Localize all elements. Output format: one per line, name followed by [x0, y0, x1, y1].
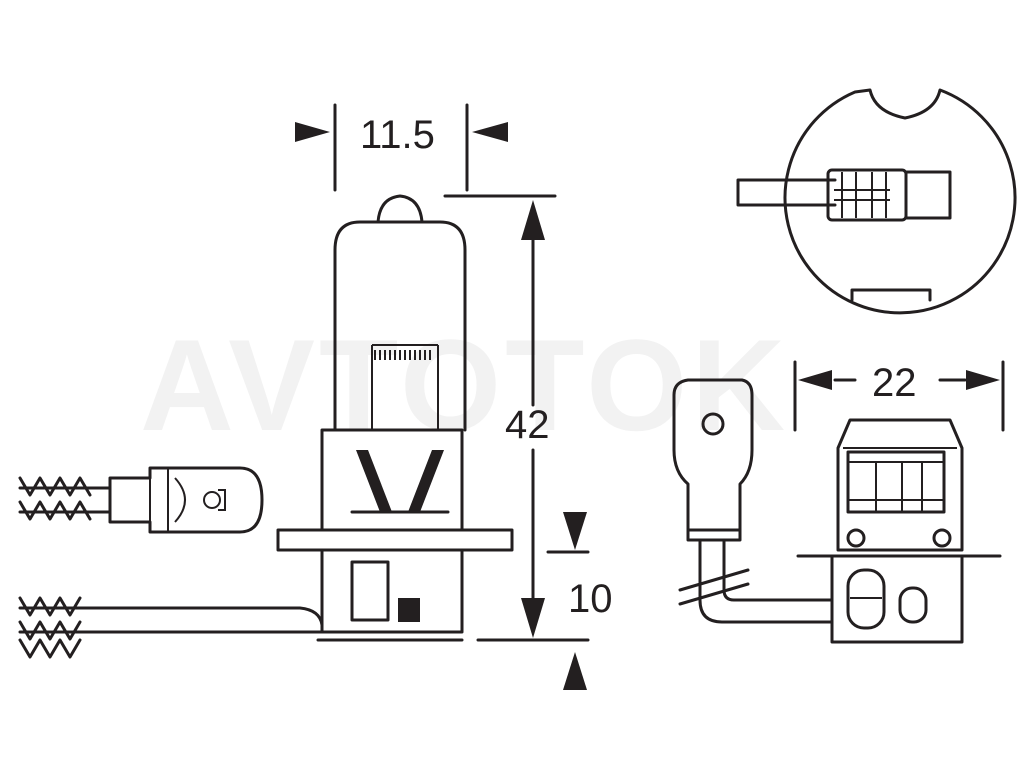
arrow-left-icon [798, 370, 832, 390]
dimension-base-height: 10 [546, 512, 613, 690]
bulb-side-view [18, 194, 514, 659]
dimension-total-height: 42 [443, 194, 590, 642]
support-right [408, 450, 444, 512]
flange [276, 528, 514, 552]
dim-label-bulb-width: 11.5 [360, 113, 435, 157]
support-left [356, 450, 392, 512]
dimension-base-width: 22 [793, 360, 1005, 432]
terminal-block [350, 560, 390, 622]
arrow-down-icon [521, 598, 545, 638]
lower-wires [18, 596, 324, 659]
dim-label-base-width: 22 [872, 361, 917, 405]
lower-body [320, 548, 464, 634]
terminal-tab [398, 598, 420, 622]
arrow-up-icon [521, 200, 545, 240]
arrow-right-icon [295, 122, 330, 142]
plug-connector [18, 466, 264, 534]
dimension-bulb-width: 11.5 [295, 103, 508, 192]
dim-label-total-height: 42 [505, 403, 550, 447]
glass-envelope [333, 220, 467, 432]
arrow-right-icon [966, 370, 1000, 390]
arrow-left-icon [472, 122, 508, 142]
filament [371, 344, 439, 430]
arrow-up-icon [563, 652, 587, 690]
bulb-top-view [736, 88, 1017, 315]
arrow-down-icon [563, 512, 587, 550]
glass-tip [376, 194, 424, 224]
dim-label-base-height: 10 [568, 577, 613, 621]
bulb-base-side-view [672, 378, 1002, 644]
